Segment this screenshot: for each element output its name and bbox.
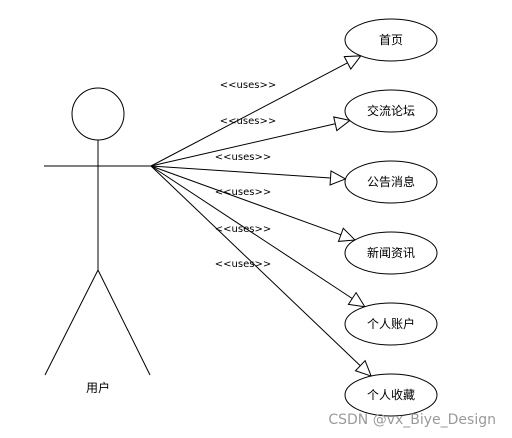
arrowhead xyxy=(333,116,352,132)
watermark: CSDN @vx_Biye_Design xyxy=(328,412,496,428)
uses-stereotype-label: <<uses>> xyxy=(215,259,271,270)
use-case-ellipse xyxy=(344,231,438,275)
uses-stereotype-label: <<uses>> xyxy=(220,116,276,127)
arrowhead xyxy=(337,227,357,242)
uses-stereotype-label: <<uses>> xyxy=(215,152,271,163)
association-line xyxy=(150,165,353,299)
actor-label: 用户 xyxy=(86,380,110,395)
arrowhead xyxy=(343,55,362,70)
use-case-label: 新闻资讯 xyxy=(367,245,415,260)
use-case-label: 个人账户 xyxy=(367,316,415,331)
use-case-ellipse xyxy=(344,373,438,417)
use-case-label: 公告消息 xyxy=(367,174,415,189)
association-line xyxy=(150,165,342,236)
actor-left-leg xyxy=(44,269,99,376)
arrowhead xyxy=(329,170,347,186)
association-line xyxy=(150,123,336,167)
use-case-ellipse xyxy=(344,18,438,62)
association-line xyxy=(150,62,348,167)
use-case-ellipse xyxy=(344,302,438,346)
uses-stereotype-label: <<uses>> xyxy=(220,80,276,91)
use-case-ellipse xyxy=(344,89,438,133)
uses-stereotype-label: <<uses>> xyxy=(215,224,271,235)
association-line xyxy=(150,165,361,367)
use-case-ellipse xyxy=(344,160,438,204)
use-case-label: 个人收藏 xyxy=(367,388,415,402)
actor-head xyxy=(71,87,125,141)
associations: <<uses>> <<uses>> <<uses>> <<uses>> <<uses>>… xyxy=(150,55,373,377)
uses-stereotype-label: <<uses>> xyxy=(215,187,271,198)
arrowhead xyxy=(354,359,373,377)
association-line xyxy=(150,165,331,179)
use-case-label: 首页 xyxy=(379,33,403,47)
actor-figure xyxy=(44,87,151,376)
arrowhead xyxy=(347,291,366,308)
use-case-label: 交流论坛 xyxy=(367,103,415,118)
actor-right-leg xyxy=(97,269,151,376)
